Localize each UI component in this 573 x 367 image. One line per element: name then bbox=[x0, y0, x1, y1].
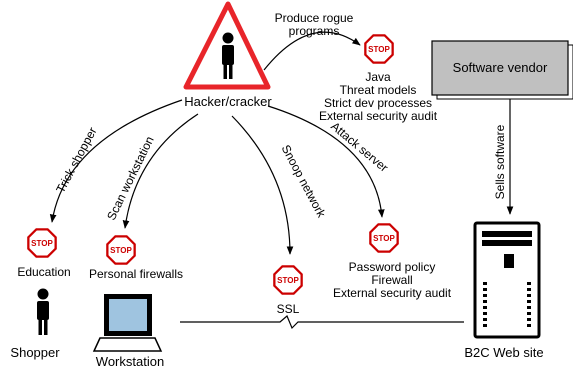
hacker-label: Hacker/cracker bbox=[184, 94, 272, 109]
countermeasure-rogue-2: Threat models bbox=[340, 83, 417, 97]
stop-label: STOP bbox=[277, 276, 299, 285]
stop-sign-icon: STOP bbox=[106, 235, 136, 265]
stop-sign-icon: STOP bbox=[273, 265, 303, 295]
arrow-snoop-network bbox=[231, 115, 294, 255]
stop-label: STOP bbox=[373, 234, 395, 243]
countermeasure-shopper: Education bbox=[17, 265, 70, 279]
software-vendor-label: Software vendor bbox=[453, 60, 548, 75]
stop-label: STOP bbox=[31, 239, 53, 248]
countermeasure-rogue-3: Strict dev processes bbox=[324, 96, 432, 110]
label-produce-rogue-1: Produce rogue bbox=[275, 11, 354, 25]
arrow-produce-rogue bbox=[263, 31, 361, 71]
label-snoop-network: Snoop network bbox=[279, 142, 329, 220]
countermeasure-server-1: Password policy bbox=[349, 260, 436, 274]
stop-label: STOP bbox=[110, 246, 132, 255]
arrow-scan-workstation bbox=[122, 113, 199, 229]
shopper-person-icon bbox=[37, 288, 49, 335]
stop-sign-icon: STOP bbox=[364, 34, 394, 64]
label-attack-server: Attack server bbox=[328, 119, 391, 175]
countermeasure-rogue-4: External security audit bbox=[319, 109, 438, 123]
stop-label: STOP bbox=[368, 45, 390, 54]
countermeasure-server-2: Firewall bbox=[371, 273, 412, 287]
label-produce-rogue-2: programs bbox=[289, 24, 340, 38]
shopper-label: Shopper bbox=[10, 345, 60, 360]
workstation-computer-icon bbox=[92, 294, 163, 352]
workstation-label: Workstation bbox=[96, 354, 164, 367]
countermeasure-network: SSL bbox=[277, 302, 300, 316]
software-vendor-box bbox=[431, 40, 573, 100]
arrow-trick-shopper bbox=[49, 99, 183, 223]
stop-sign-icon: STOP bbox=[27, 228, 57, 258]
network-connection-line bbox=[180, 315, 464, 330]
hacker-warning-icon bbox=[183, 1, 271, 90]
server-tower-icon bbox=[473, 221, 541, 339]
arrow-attack-server bbox=[267, 105, 385, 218]
countermeasure-server-3: External security audit bbox=[333, 286, 452, 300]
countermeasure-rogue-1: Java bbox=[365, 70, 391, 84]
label-scan-workstation: Scan workstation bbox=[104, 134, 157, 222]
b2c-web-site-label: B2C Web site bbox=[464, 345, 543, 360]
label-trick-shopper: Trick shopper bbox=[53, 125, 99, 195]
countermeasure-workstation: Personal firewalls bbox=[89, 267, 183, 281]
stop-sign-icon: STOP bbox=[369, 223, 399, 253]
label-sells-software: Sells software bbox=[493, 124, 507, 199]
